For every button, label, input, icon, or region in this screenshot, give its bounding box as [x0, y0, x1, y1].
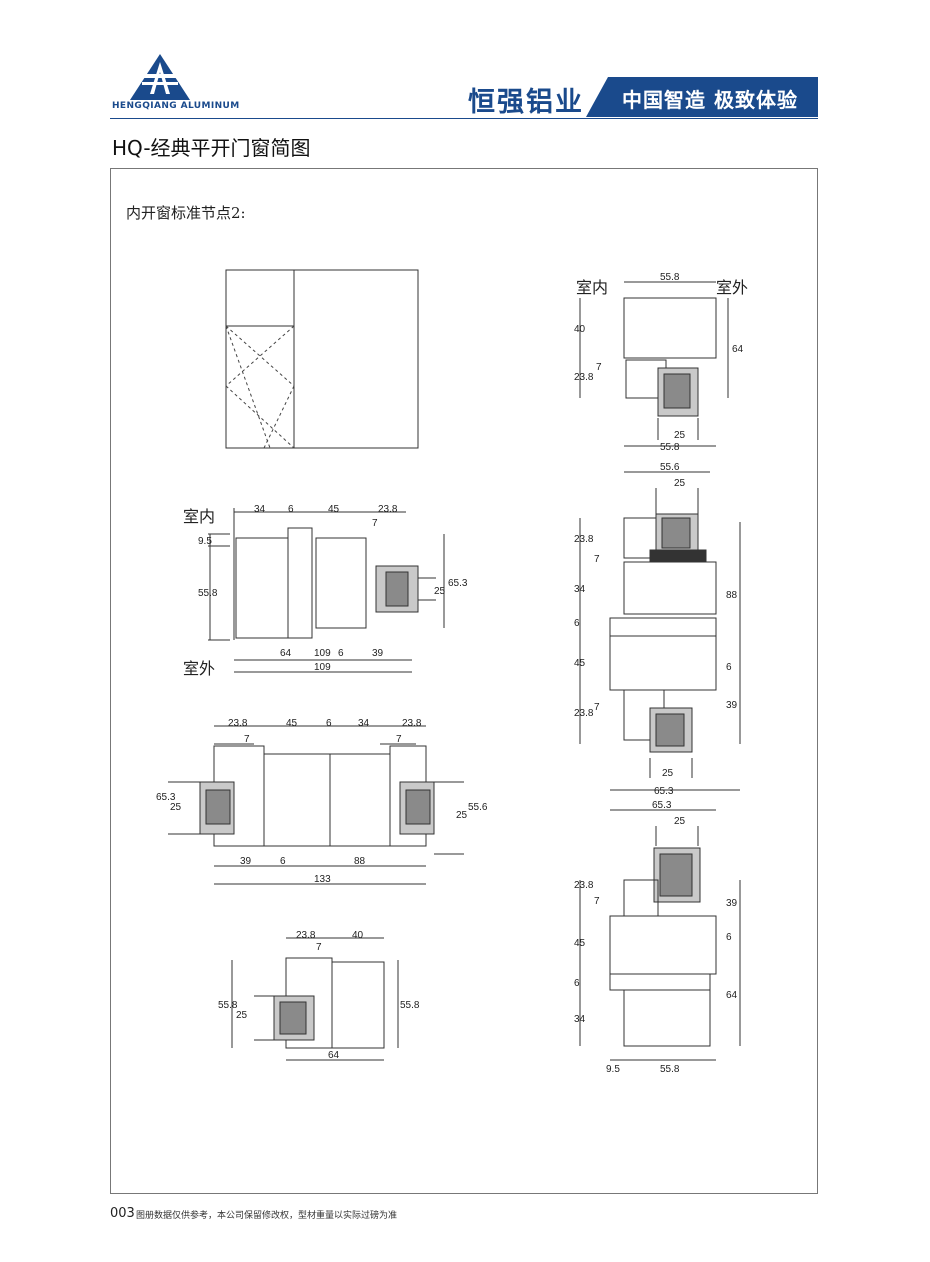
section-node-right-middle: 55.6 25 23.8 7 34 6 45 23.8 7 88 6 39 25…	[574, 462, 741, 797]
dim-text: 9.5	[606, 1064, 620, 1075]
dim-text: 23.8	[574, 880, 594, 891]
dim-text: 45	[286, 718, 298, 729]
dim-text: 133	[314, 874, 331, 885]
brand-english-name: HENGQIANG ALUMINUM	[112, 101, 240, 111]
footer-note: 图册数据仅供参考，本公司保留修改权，型材重量以实际过磅为准	[136, 1211, 398, 1221]
dim-text: 7	[596, 362, 602, 373]
dim-text: 39	[726, 898, 738, 909]
dim-text: 55.8	[660, 1064, 680, 1075]
dim-text: 6	[280, 856, 286, 867]
dim-text: 45	[574, 658, 586, 669]
dim-text: 109	[314, 662, 331, 673]
outdoor-label: 室外	[183, 659, 216, 678]
window-elevation-diagram	[225, 269, 419, 449]
dim-text: 64	[280, 648, 292, 659]
dim-text: 40	[352, 930, 364, 941]
dim-text: 23.8	[574, 372, 594, 383]
dim-text: 25	[674, 816, 686, 827]
dim-text: 55.8	[218, 1000, 238, 1011]
section-node-left-3: 23.8 7 40 55.8 25 55.8 64	[218, 930, 420, 1061]
dim-text: 6	[574, 978, 580, 989]
dim-text: 64	[732, 344, 744, 355]
dim-text: 23.8	[378, 504, 398, 515]
dim-text: 34	[574, 1014, 586, 1025]
dim-text: 65.3	[448, 578, 468, 589]
dim-text: 7	[244, 734, 250, 745]
dim-text: 109	[314, 648, 331, 659]
drawing-frame	[110, 168, 818, 1194]
dim-text: 23.8	[228, 718, 248, 729]
dim-text: 88	[726, 590, 738, 601]
dim-text: 45	[574, 938, 586, 949]
dim-text: 64	[726, 990, 738, 1001]
dim-text: 7	[372, 518, 378, 529]
dim-text: 65.3	[652, 800, 672, 811]
dim-text: 6	[726, 932, 732, 943]
dim-text: 23.8	[296, 930, 316, 941]
dim-text: 23.8	[402, 718, 422, 729]
page-number: 003	[110, 1206, 135, 1221]
dim-text: 23.8	[574, 708, 594, 719]
dim-text: 65.3	[654, 786, 674, 797]
dim-text: 25	[170, 802, 182, 813]
dim-text: 7	[316, 942, 322, 953]
dim-text: 23.8	[574, 534, 594, 545]
dim-text: 55.8	[660, 272, 680, 283]
dim-text: 55.6	[468, 802, 488, 813]
indoor-label: 室内	[183, 507, 216, 526]
dim-text: 6	[338, 648, 344, 659]
dim-text: 7	[594, 896, 600, 907]
dim-text: 25	[456, 810, 468, 821]
dim-text: 34	[574, 584, 586, 595]
dim-text: 25	[662, 768, 674, 779]
section-node-left-2: 23.8 7 45 6 34 23.8 7 65.3 25 25 55.6 39…	[156, 718, 488, 885]
indoor-label: 室内	[576, 278, 609, 297]
slogan-text: 中国智造 极致体验	[622, 88, 798, 112]
dim-text: 25	[674, 430, 686, 441]
dim-text: 7	[594, 554, 600, 565]
brand-chinese-name: 恒强铝业	[468, 87, 584, 118]
dim-text: 39	[240, 856, 252, 867]
dim-text: 34	[358, 718, 370, 729]
header-divider	[110, 118, 818, 119]
dim-text: 7	[594, 702, 600, 713]
dim-text: 88	[354, 856, 366, 867]
dim-text: 34	[254, 504, 266, 515]
section-node-right-bottom: 65.3 25 23.8 7 45 6 34 39 6 64 9.5 55.8	[574, 800, 741, 1075]
dim-text: 6	[574, 618, 580, 629]
slogan-banner	[586, 77, 818, 117]
dim-text: 65.3	[156, 792, 176, 803]
dim-text: 25	[674, 478, 686, 489]
dim-text: 45	[328, 504, 340, 515]
dim-text: 40	[574, 324, 586, 335]
dim-text: 9.5	[198, 536, 212, 547]
dim-text: 6	[288, 504, 294, 515]
dim-text: 39	[372, 648, 384, 659]
dim-text: 6	[726, 662, 732, 673]
dim-text: 55.8	[400, 1000, 420, 1011]
dim-text: 25	[434, 586, 446, 597]
company-logo-icon	[130, 54, 190, 100]
dim-text: 25	[236, 1010, 248, 1021]
section-node-left-1: 34 6 45 23.8 7 9.5 55.8 25 65.3 64 109 6…	[198, 504, 468, 673]
page-title: HQ-经典平开门窗简图	[112, 136, 311, 160]
dim-text: 64	[328, 1050, 340, 1061]
dim-text: 7	[396, 734, 402, 745]
dim-text: 55.8	[660, 442, 680, 453]
section-node-right-top: 55.8 25 55.8 40 23.8 7 64	[574, 272, 744, 453]
outdoor-label: 室外	[716, 278, 749, 297]
dim-text: 39	[726, 700, 738, 711]
dim-text: 55.6	[660, 462, 680, 473]
section-title: 内开窗标准节点2:	[126, 204, 246, 222]
dim-text: 6	[326, 718, 332, 729]
dim-text: 55.8	[198, 588, 218, 599]
